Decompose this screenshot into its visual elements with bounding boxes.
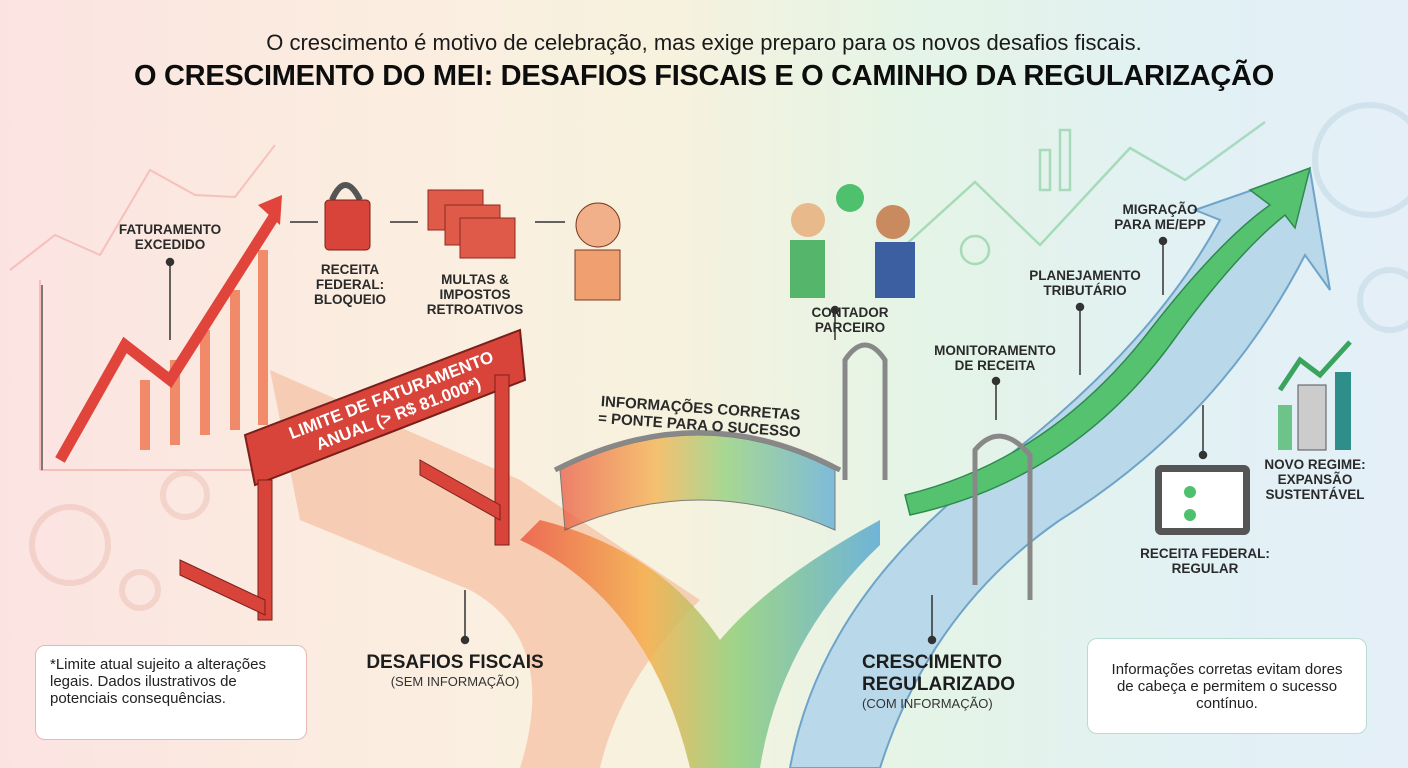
stressed-person-icon <box>574 202 621 301</box>
rainbow-path <box>520 520 880 768</box>
documents-icon <box>427 189 516 259</box>
background-red-chart <box>9 144 276 471</box>
tablet-icon <box>1155 465 1250 535</box>
label-receita-regular: RECEITA FEDERAL:REGULAR <box>1140 546 1270 576</box>
conclusion-note: Informações corretas evitam dores de cab… <box>1087 638 1367 734</box>
left-path <box>270 370 700 768</box>
handshake-people-icon <box>790 184 915 298</box>
lock-icon <box>324 182 371 251</box>
page-title: O CRESCIMENTO DO MEI: DESAFIOS FISCAIS E… <box>134 60 1274 92</box>
bridge <box>553 430 842 531</box>
crescimento-regularizado-caption: CRESCIMENTO REGULARIZADO (COM INFORMAÇÃO… <box>862 652 1016 711</box>
background-gear-icons <box>29 102 1408 611</box>
connector-lines <box>165 221 1208 645</box>
green-growth-arrow <box>904 166 1312 516</box>
red-growth-chart <box>41 195 282 470</box>
building-growth-icon <box>1277 340 1352 451</box>
gate-icons <box>842 342 1033 600</box>
subtitle: O crescimento é motivo de celebração, ma… <box>266 30 1142 55</box>
hurdle-barrier <box>179 328 527 621</box>
disclaimer-note: *Limite atual sujeito a alterações legai… <box>35 645 307 740</box>
background-green-chart <box>899 120 1266 266</box>
desafios-fiscais-caption: DESAFIOS FISCAIS (SEM INFORMAÇÃO) <box>366 652 544 689</box>
